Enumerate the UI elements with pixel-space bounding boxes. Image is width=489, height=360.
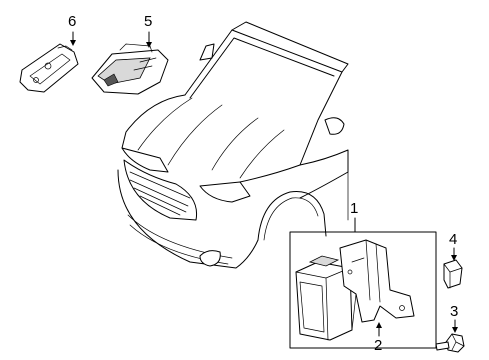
part-2-mounting-bracket [339,239,415,331]
part-6-bracket [19,43,79,93]
callout-5: 5 [144,13,153,30]
part-1-control-module [295,255,353,341]
callout-3: 3 [450,303,459,320]
callout-2: 2 [374,337,383,354]
part-3-bolt [435,333,465,353]
callout-1: 1 [350,200,359,217]
part-4-clip [443,259,463,289]
callout-4: 4 [449,231,458,248]
part-1-detail-box [289,231,437,349]
callout-6: 6 [68,13,77,30]
arrow-3 [452,327,458,333]
arrow-2 [376,322,382,328]
arrow-5 [146,42,152,48]
vehicle-front-illustration [117,21,349,269]
arrow-4 [451,255,457,261]
arrow-6 [70,40,76,46]
part-5-sensor-module [91,43,169,95]
